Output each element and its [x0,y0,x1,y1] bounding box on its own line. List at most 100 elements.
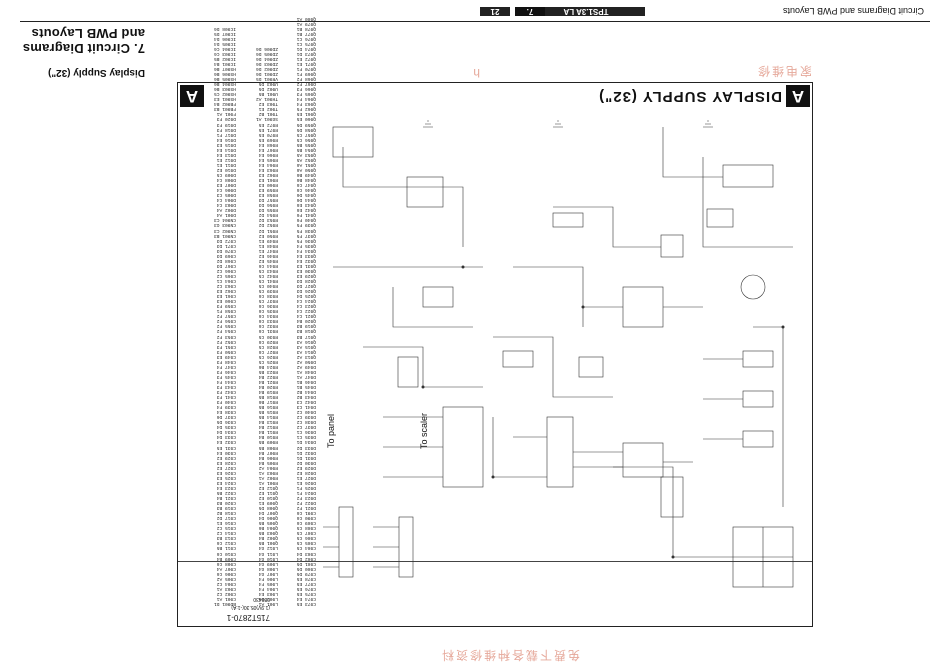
ref-entry: IC901 B4 [213,60,236,66]
ref-entry: R954 D2 [258,212,278,218]
ref-entry: R950 E2 [258,232,278,238]
ref-entry: C922 B5 [216,489,236,495]
ref-entry: C917 D2 [216,515,236,521]
ref-entry: D933 D2 [296,444,316,450]
ref-entry: R959 E3 [258,187,278,193]
ref-entry: R966 E4 [258,151,278,157]
ref-entry: R919 B4 [258,389,278,395]
feedback-block [406,176,444,208]
ref-entry: BD901 D1 [213,601,236,606]
ref-entry: Q932 E4 [296,257,316,263]
ref-entry: R929 C6 [258,338,278,344]
ref-entry: D904 C4 [216,197,236,203]
ref-entry: D939 C2 [296,414,316,420]
ref-entry: C931 E5 [216,444,236,450]
ref-entry: C976 E5 [296,585,316,591]
ref-entry: D916 E4 [216,136,236,142]
ref-entry: L902 E1 [258,595,278,601]
ref-entry: R921 B4 [258,378,278,384]
ref-entry: C945 F3 [216,373,236,379]
ref-entry: C955 F2 [216,323,236,329]
ref-entry: C916 E1 [216,520,236,526]
schematic-drawing [323,120,794,588]
ref-entry: R937 C5 [258,298,278,304]
ref-entry: C950 F3 [216,348,236,354]
ref-entry: C985 C5 [296,540,316,546]
connector-to-panel-cn901 [338,506,354,578]
optocoupler-block [722,164,774,188]
ref-entry: Q908 D5 [258,505,278,511]
ref-entry: D940 C2 [296,409,316,415]
watermark-left: 家电维修 [755,64,812,78]
ref-entry: C925 E3 [216,474,236,480]
ref-entry: T901 B2 [258,111,278,117]
ref-entry: Q929 E3 [296,272,316,278]
ref-entry: Q918 B3 [296,328,316,334]
ref-entry: R964 E4 [258,161,278,167]
ref-entry: HS904 B6 [213,81,236,87]
main-transformer-secondary [442,406,484,488]
ref-entry: C926 E3 [216,469,236,475]
ref-entry: Q935 F4 [296,242,316,248]
ref-entry: Q941 F6 [296,212,316,218]
ref-entry: C927 E2 [216,464,236,470]
ref-entry: R965 E4 [258,156,278,162]
ref-entry: D942 C3 [296,399,316,405]
ref-entry: Q951 A6 [296,161,316,167]
ref-entry: Q964 F4 [296,96,316,102]
ref-entry: C965 C2 [216,272,236,278]
ref-entry: R928 C5 [258,343,278,349]
ref-entry: D930 D2 [296,459,316,465]
ref-entry: ZD904 D6 [255,55,278,61]
ref-entry: C971 D3 [216,242,236,248]
ref-entry: IC907 D5 [213,30,236,36]
ref-entry: C973 E5 [296,601,316,606]
ref-entry: D947 A1 [296,373,316,379]
ref-entry: SG901 A1 [255,116,278,122]
ref-entry: L906 F4 [258,575,278,581]
ref-entry: C912 C6 [216,540,236,546]
ref-entry: D945 B1 [296,383,316,389]
ref-entry: Q965 F3 [296,91,316,97]
ref-entry: L908 G4 [258,565,278,571]
section-subheading: Display Supply (32") [48,67,145,78]
ref-entry: R910 B4 [258,434,278,440]
ref-entry: R906 B4 [258,454,278,460]
ref-entry: C987 C5 [296,530,316,536]
ref-entry: Q952 A5 [296,156,316,162]
ref-entry: C913 B3 [216,535,236,541]
header-rule [20,21,930,22]
transformer-t901 [546,416,574,488]
ref-entry: L904 F4 [258,585,278,591]
ref-entry: C990 C6 [296,515,316,521]
ref-entry: FB901 B3 [213,106,236,112]
ref-entry: ZD906 D6 [255,45,278,51]
ref-entry: C954 F2 [216,328,236,334]
ref-entry: Q939 F5 [296,222,316,228]
ref-entry: L911 G4 [258,550,278,556]
ref-entry: C951 F3 [216,343,236,349]
ref-entry: Q955 B5 [296,141,316,147]
ref-entry: R903 A1 [258,469,278,475]
ref-entry: C962 E3 [216,288,236,294]
ref-entry: C915 C2 [216,525,236,531]
ref-entry: R944 C6 [258,262,278,268]
ref-entry: D903 C4 [216,202,236,208]
ref-entry: R952 D2 [258,222,278,228]
ref-entry: Q924 C4 [296,298,316,304]
ref-entry: U902 D5 [258,86,278,92]
ref-entry: Q905 B5 [258,520,278,526]
ref-entry: C970 D3 [216,247,236,253]
ref-entry: D926 E1 [296,479,316,485]
ref-entry: R926 C5 [258,353,278,359]
ref-entry: C949 E3 [216,353,236,359]
ref-entry: D944 B2 [296,389,316,395]
ref-entry: C940 F3 [216,399,236,405]
ref-entry: C937 D6 [216,414,236,420]
ref-entry: Q947 C6 [296,182,316,188]
ref-entry: Q923 C4 [296,303,316,309]
ref-entry: C988 C5 [296,525,316,531]
ref-entry: D923 F2 [296,495,316,501]
ref-entry: Q903 B5 [258,530,278,536]
